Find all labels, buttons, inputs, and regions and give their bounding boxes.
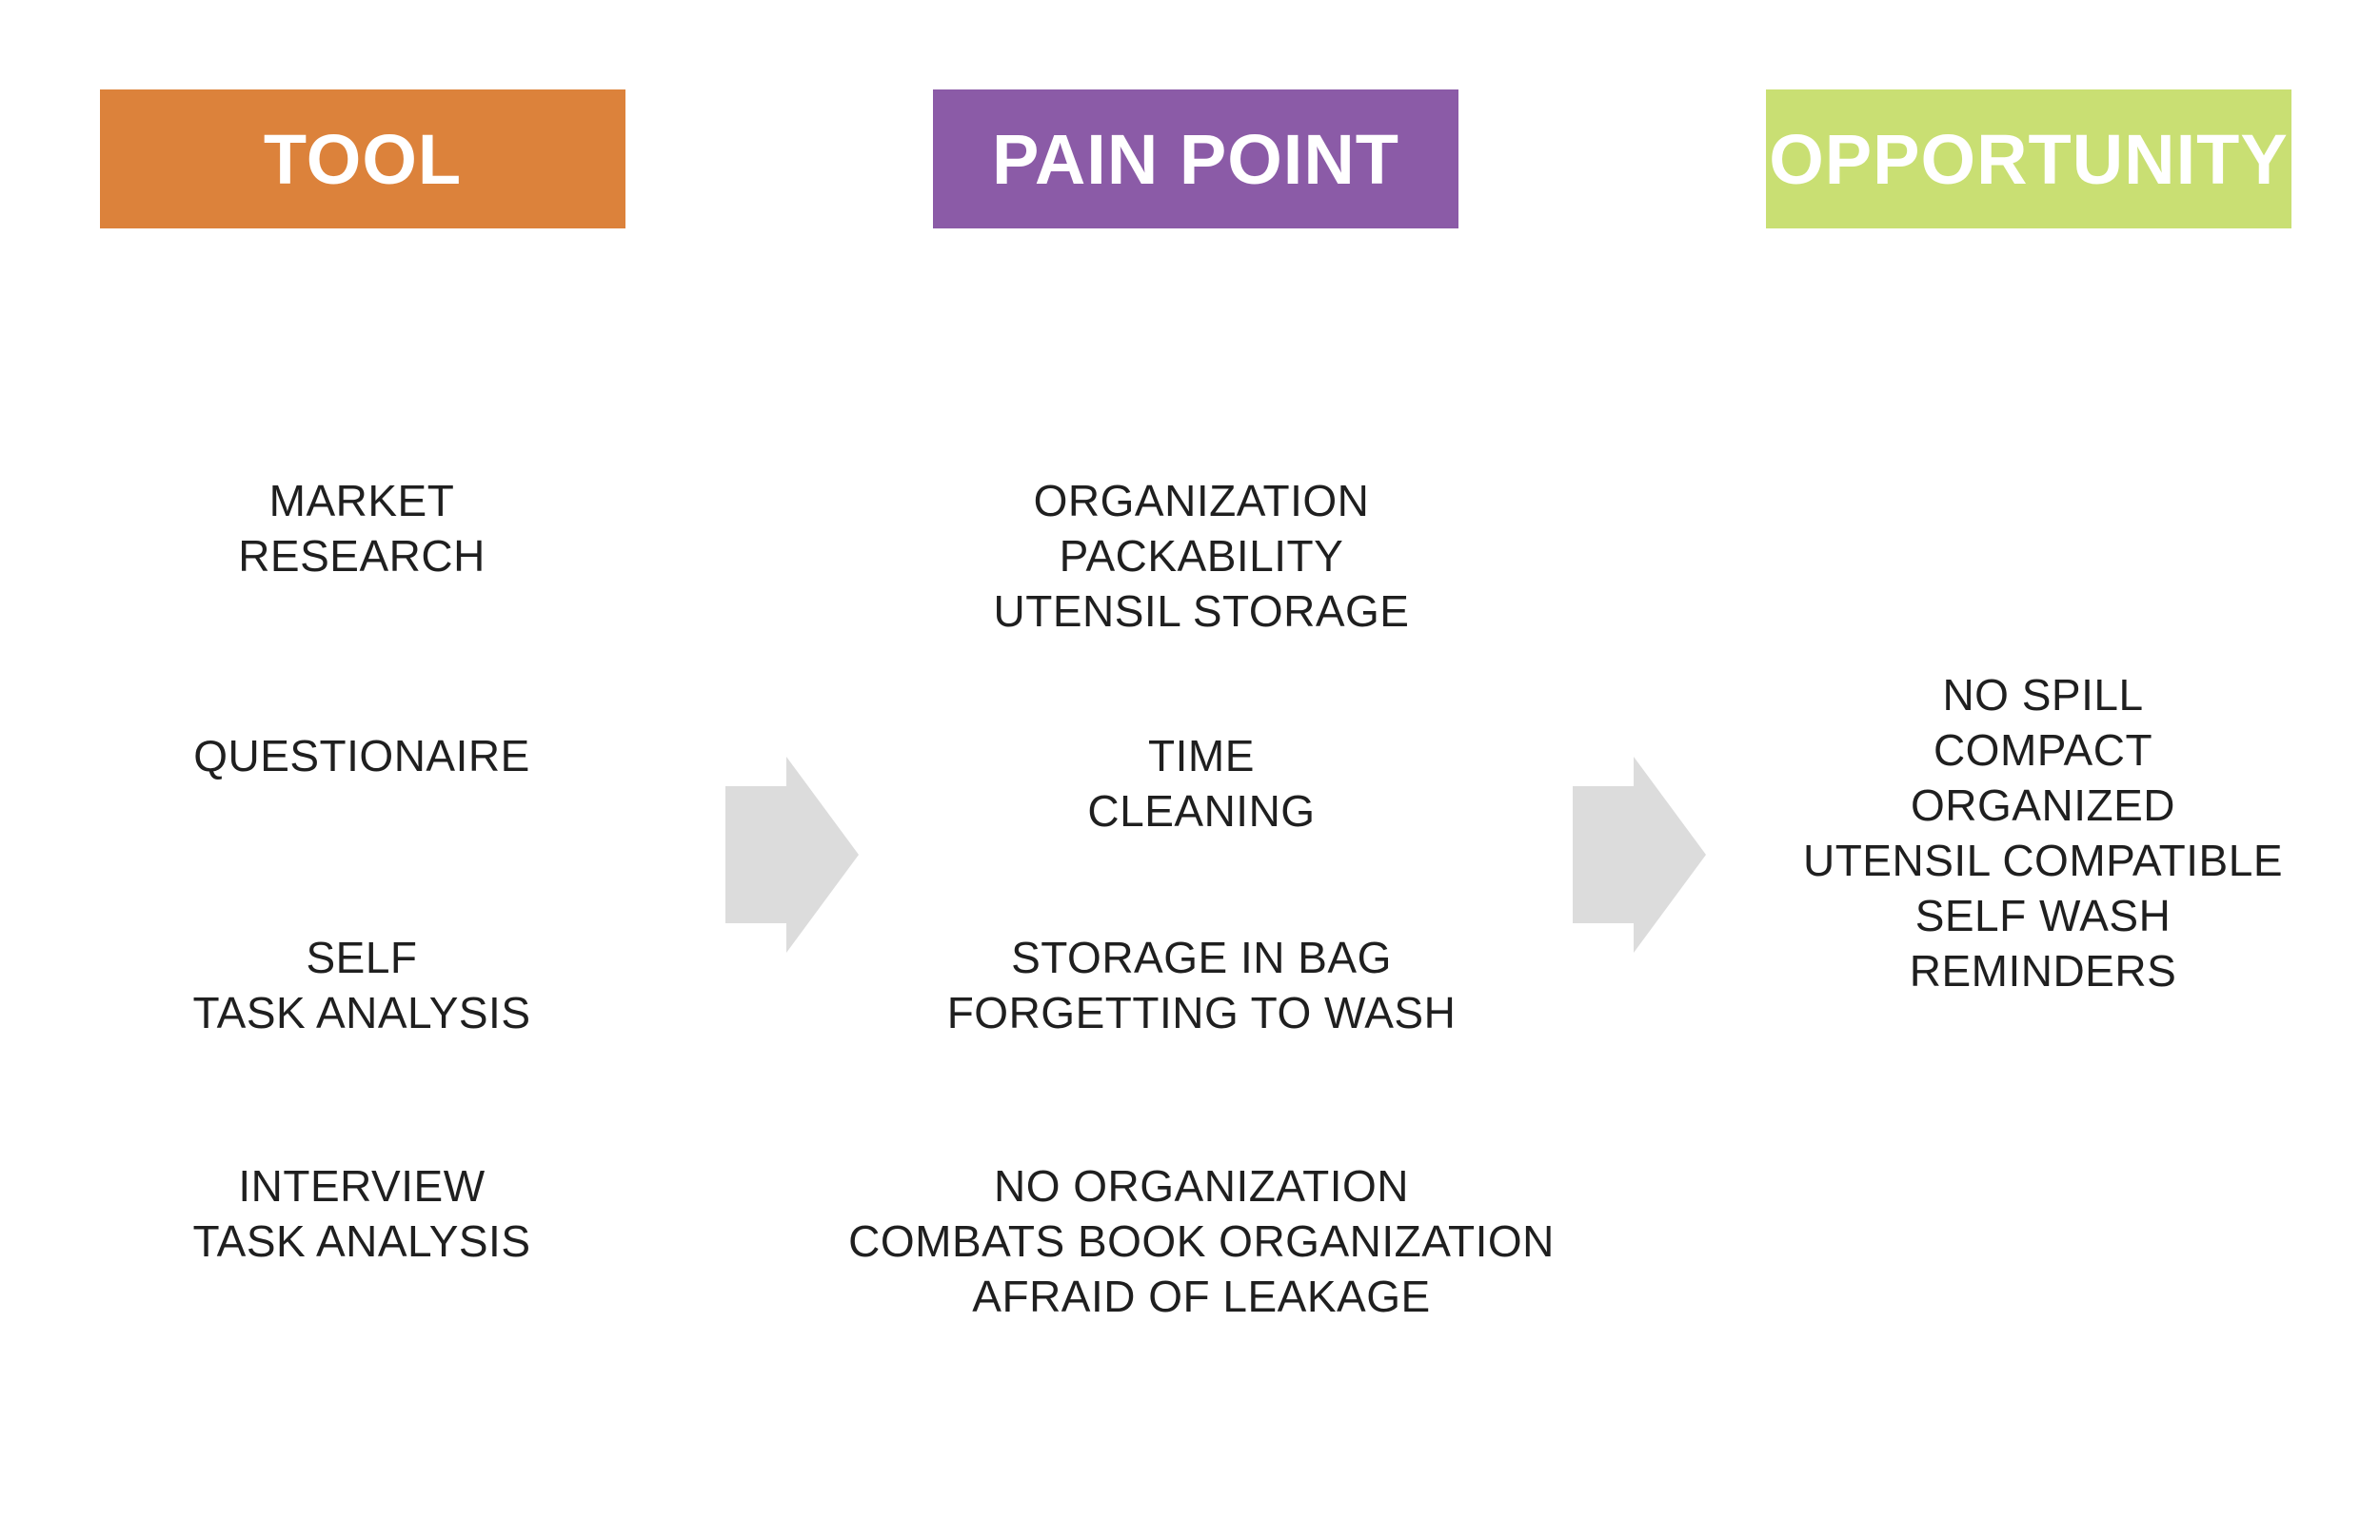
tool-line: QUESTIONAIRE [193,731,530,780]
right-arrow-icon [1573,757,1716,953]
opportunity-item: ORGANIZED [1911,780,2175,830]
tool-line: MARKET [268,476,455,525]
opportunity-header: OPPORTUNITY [1766,89,2291,228]
pain-point-line: FORGETTING TO WASH [946,988,1457,1037]
pain-point-line: ORGANIZATION [1033,476,1370,525]
pain-point-line: TIME [1148,731,1255,780]
tool-line: TASK ANALYSIS [192,988,531,1037]
tool-interview-task-analysis: INTERVIEW TASK ANALYSIS [0,1158,724,1269]
pain-point-line: STORAGE IN BAG [1011,933,1392,982]
tool-market-research: MARKET RESEARCH [0,473,724,583]
pain-point-line: AFRAID OF LEAKAGE [972,1272,1431,1321]
pain-point-header: PAIN POINT [933,89,1458,228]
tool-questionaire: QUESTIONAIRE [0,728,724,783]
tool-line: RESEARCH [238,531,486,581]
opportunity-list: NO SPILL COMPACT ORGANIZED UTENSIL COMPA… [1681,667,2380,998]
pain-point-line: CLEANING [1087,786,1316,836]
tool-header: TOOL [100,89,625,228]
opportunity-item: COMPACT [1933,725,2153,775]
pain-point-line: PACKABILITY [1059,531,1344,581]
pain-point-group-1: ORGANIZATION PACKABILITY UTENSIL STORAGE [840,473,1563,639]
tool-line: TASK ANALYSIS [192,1216,531,1266]
pain-point-line: UTENSIL STORAGE [993,586,1410,636]
pain-point-group-4: NO ORGANIZATION COMBATS BOOK ORGANIZATIO… [840,1158,1563,1324]
pain-point-group-3: STORAGE IN BAG FORGETTING TO WASH [840,930,1563,1040]
opportunity-item: NO SPILL [1942,670,2144,720]
pain-point-group-2: TIME CLEANING [840,728,1563,839]
opportunity-item: UTENSIL COMPATIBLE [1802,836,2284,885]
tool-self-task-analysis: SELF TASK ANALYSIS [0,930,724,1040]
pain-point-line: NO ORGANIZATION [994,1161,1409,1211]
opportunity-item: SELF WASH [1914,891,2172,940]
right-arrow-icon [725,757,868,953]
tool-line: SELF [306,933,418,982]
tool-line: INTERVIEW [238,1161,486,1211]
pain-point-line: COMBATS BOOK ORGANIZATION [848,1216,1555,1266]
opportunity-item: REMINDERS [1909,946,2177,996]
